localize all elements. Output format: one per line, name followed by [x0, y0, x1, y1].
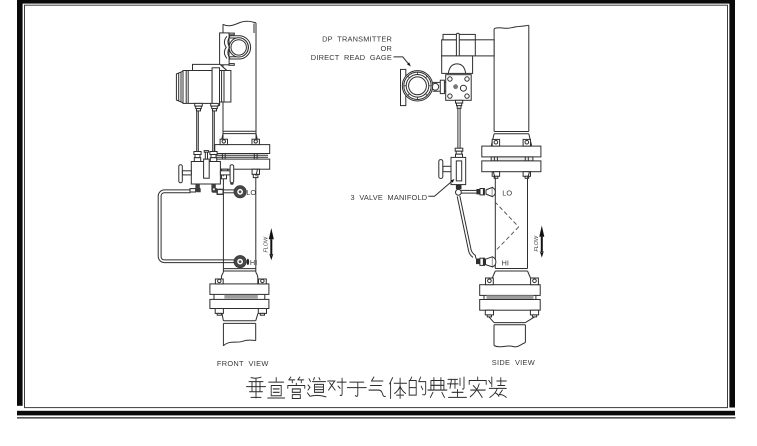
svg-text:HI: HI: [250, 258, 257, 267]
svg-text:LO: LO: [246, 188, 256, 197]
svg-text:DP TRANSMITTER: DP TRANSMITTER: [322, 35, 392, 44]
svg-text:DIRECT READ GAGE: DIRECT READ GAGE: [311, 53, 392, 62]
svg-text:LO: LO: [502, 189, 512, 198]
svg-text:SIDE VIEW: SIDE VIEW: [492, 358, 535, 367]
svg-text:HI: HI: [502, 259, 509, 268]
svg-text:FLOW: FLOW: [264, 236, 270, 252]
svg-text:3 VALVE MANIFOLD: 3 VALVE MANIFOLD: [351, 193, 428, 202]
svg-text:FLOW: FLOW: [534, 235, 540, 251]
svg-text:FRONT VIEW: FRONT VIEW: [217, 359, 269, 368]
svg-text:OR: OR: [381, 44, 393, 53]
